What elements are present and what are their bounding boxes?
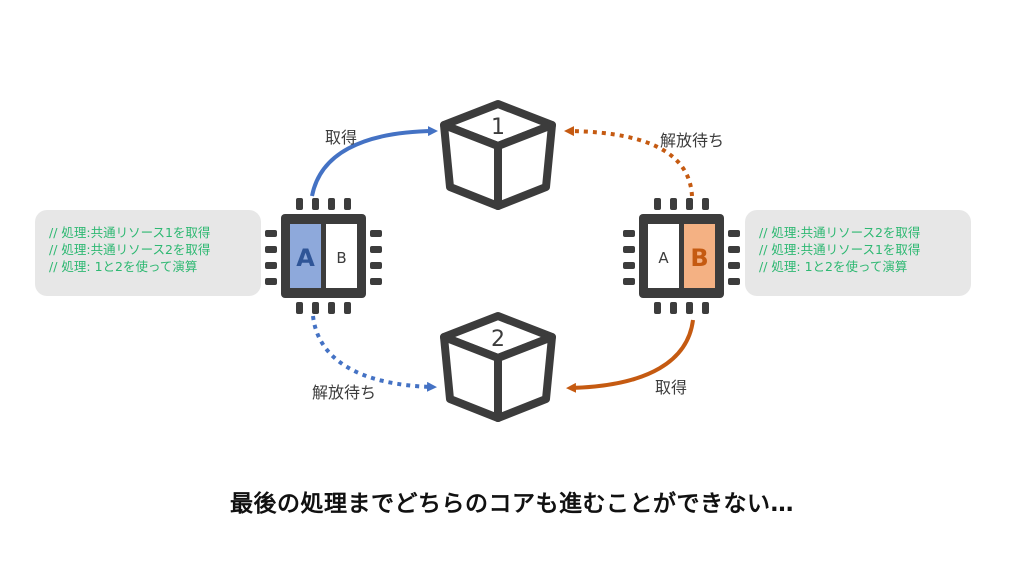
right-code-panel: // 処理:共通リソース2を取得 // 処理:共通リソース1を取得 // 処理:… [745, 210, 971, 296]
resource-box-2: 2 [440, 312, 556, 422]
label-left-to-2: 解放待ち [312, 383, 376, 402]
right-core-b [684, 224, 715, 288]
left-core-a-label: A [296, 244, 315, 272]
resource-label-1: 1 [491, 115, 505, 140]
left-code-line: // 処理:共通リソース2を取得 [49, 242, 211, 257]
label-left-to-1: 取得 [325, 128, 357, 147]
arrow-right-acquire-2 [566, 319, 695, 393]
caption: 最後の処理までどちらのコアも進むことができない… [230, 491, 794, 517]
resource-box-1: 1 [440, 100, 556, 210]
right-code-line: // 処理: 1と2を使って演算 [759, 259, 908, 274]
arrow-left-wait-2 [311, 315, 437, 392]
label-right-to-2: 取得 [655, 378, 687, 397]
resource-label-2: 2 [491, 327, 505, 352]
right-core-a [648, 224, 679, 288]
right-code-line: // 処理:共通リソース1を取得 [759, 242, 921, 257]
right-core-a-label: A [658, 249, 669, 267]
left-code-line: // 処理: 1と2を使って演算 [49, 259, 198, 274]
arrow-left-acquire-1 [310, 126, 438, 197]
right-cpu-chip: A B [623, 198, 740, 314]
left-core-b [326, 224, 357, 288]
left-core-a [290, 224, 321, 288]
label-right-to-1: 解放待ち [660, 131, 724, 150]
left-cpu-chip: A B [265, 198, 382, 314]
arrow-right-wait-1 [564, 126, 694, 197]
right-core-b-label: B [690, 244, 708, 272]
left-core-b-label: B [336, 249, 346, 267]
left-code-panel: // 処理:共通リソース1を取得 // 処理:共通リソース2を取得 // 処理:… [35, 210, 261, 296]
right-code-line: // 処理:共通リソース2を取得 [759, 225, 921, 240]
left-code-line: // 処理:共通リソース1を取得 [49, 225, 211, 240]
